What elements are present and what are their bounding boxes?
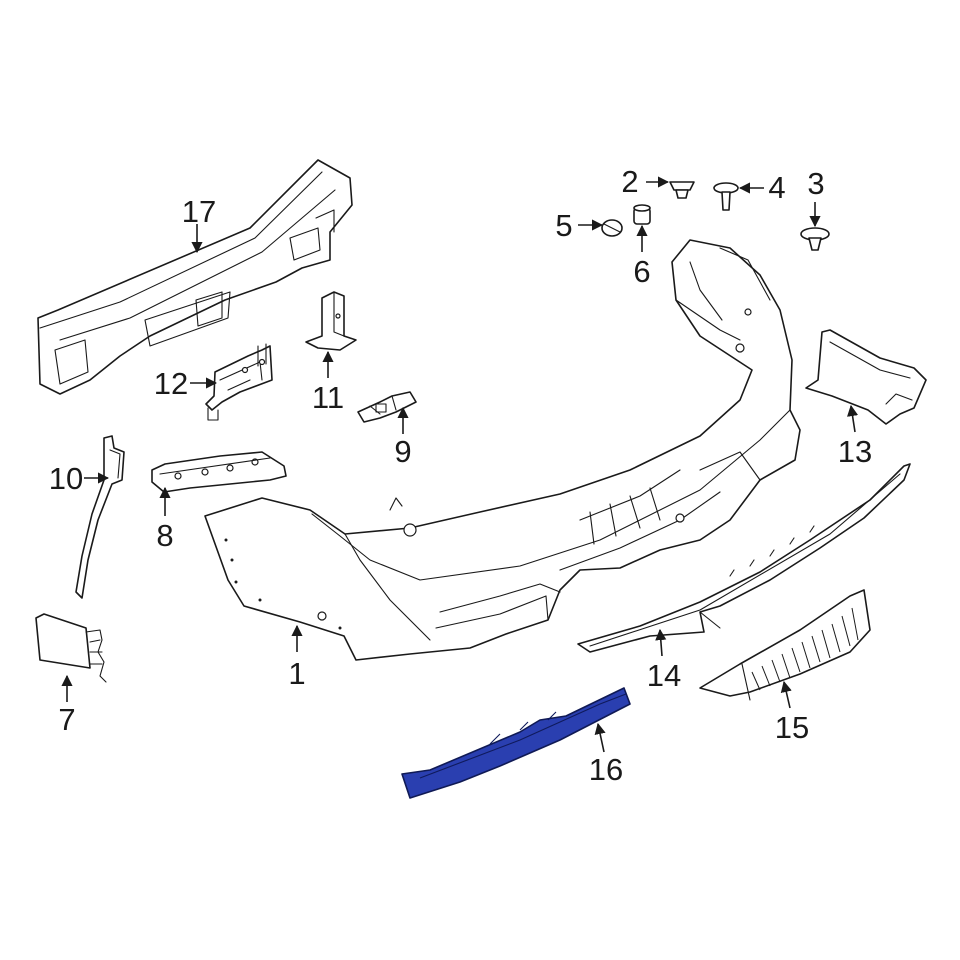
part-13-bracket (805, 329, 927, 425)
callout-7: 7 (58, 702, 75, 737)
leader-16 (594, 722, 606, 753)
callout-10: 10 (49, 461, 83, 496)
part-15-valance (699, 589, 871, 701)
callout-2: 2 (621, 164, 638, 199)
part-12-bracket (205, 343, 273, 421)
part-4-screw (713, 182, 739, 211)
leader-15 (780, 680, 792, 709)
part-9-clip (357, 391, 417, 423)
callout-5: 5 (555, 208, 572, 243)
callout-3: 3 (807, 166, 824, 201)
callout-15: 15 (775, 710, 809, 745)
leader-lines (61, 176, 859, 753)
leader-14 (655, 628, 667, 657)
callout-16: 16 (589, 752, 623, 787)
part-16-highlighted-trim (401, 687, 631, 799)
part-1-bumper-cover (204, 239, 801, 661)
part-7-cover (35, 613, 107, 683)
part-2-fastener (669, 181, 695, 199)
callout-4: 4 (768, 170, 785, 205)
callout-14: 14 (647, 658, 681, 693)
part-14-trim-strip (577, 463, 911, 653)
callout-17: 17 (182, 194, 216, 229)
part-10-bracket (75, 435, 125, 599)
part-6-grommet (633, 204, 651, 225)
callout-8: 8 (156, 518, 173, 553)
part-8-bracket (151, 451, 287, 493)
part-17-reinforcement (37, 159, 353, 395)
part-5-clip (601, 219, 623, 237)
callout-12: 12 (154, 366, 188, 401)
part-11-bracket (305, 291, 357, 351)
callout-9: 9 (394, 434, 411, 469)
callout-1: 1 (288, 656, 305, 691)
callout-13: 13 (838, 434, 872, 469)
leader-13 (846, 404, 859, 433)
callout-6: 6 (633, 254, 650, 289)
part-3-clip (800, 227, 830, 251)
callout-11: 11 (312, 380, 344, 415)
callout-labels: 1 2 3 4 5 6 7 8 9 10 11 12 13 14 15 16 1… (49, 164, 872, 787)
